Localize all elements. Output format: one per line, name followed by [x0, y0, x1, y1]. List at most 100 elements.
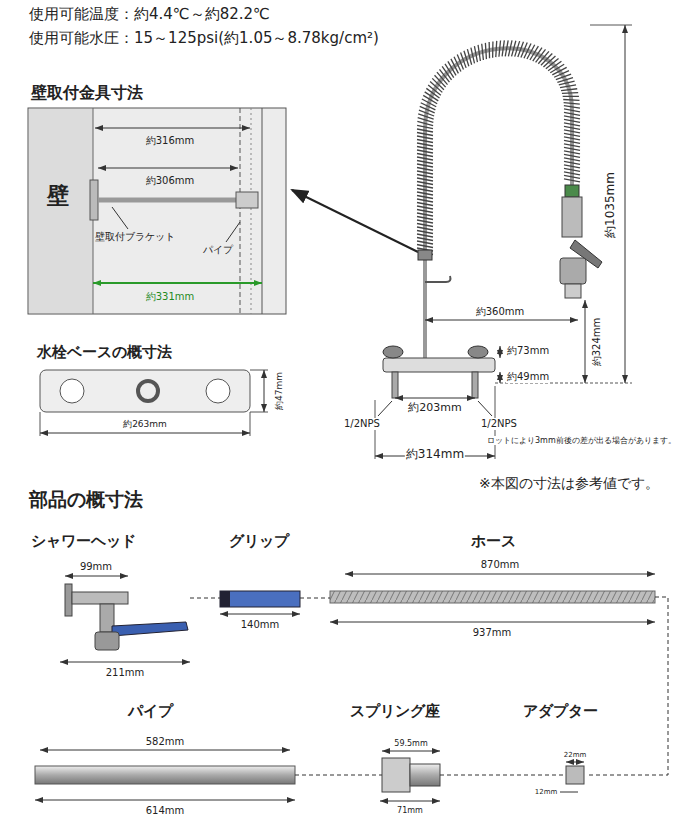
coil-turn — [420, 106, 435, 112]
coil-turn — [417, 217, 433, 220]
dimension-label: 約331mm — [145, 291, 196, 303]
spray-valve — [560, 258, 586, 284]
coil-turn — [471, 48, 475, 64]
coil-turn — [563, 96, 579, 97]
dimension-label: 約263mm — [122, 419, 168, 429]
dimension-label: 140mm — [240, 619, 281, 631]
valve-handle — [383, 346, 403, 358]
spring-seat — [382, 758, 410, 792]
coil-turn — [552, 67, 566, 75]
section-heading: 部品の概寸法 — [28, 489, 144, 511]
dimension-line — [395, 398, 475, 399]
part-name: パイプ — [127, 703, 174, 720]
coil-turn — [417, 210, 433, 213]
coil-turn — [417, 231, 433, 234]
coil-turn — [417, 213, 433, 216]
coil-turn — [561, 89, 577, 91]
coil-turn — [417, 164, 433, 167]
dimension-label: 211mm — [105, 667, 146, 679]
spray-body — [562, 197, 582, 237]
extension-line — [250, 412, 251, 436]
wall-plate — [90, 180, 98, 220]
coil-turn — [564, 154, 580, 157]
bracket-clamp — [236, 192, 258, 208]
spray-nozzle — [565, 284, 581, 298]
coil-turn — [564, 172, 580, 175]
coil-turn — [423, 95, 437, 103]
shower-flange — [65, 584, 72, 616]
dimension-label: 約49mm — [506, 371, 550, 383]
dimension-line — [345, 574, 655, 575]
coil-turn — [563, 99, 579, 101]
wall-clip — [418, 250, 432, 260]
dimension-label: 約1035mm — [604, 171, 618, 239]
dimension-label: 937mm — [472, 627, 513, 639]
dimension-label: 約324mm — [591, 317, 603, 368]
coil-turn — [564, 106, 580, 108]
coil-turn — [550, 64, 564, 73]
dimension-line — [60, 662, 190, 663]
coil-turn — [417, 224, 433, 227]
dimension-label: 71mm — [396, 806, 424, 815]
size-label: 1/2NPS — [343, 418, 381, 430]
dimension-line — [625, 25, 626, 383]
coil-turn — [417, 199, 433, 202]
coil-turn — [474, 46, 477, 62]
dimension-line — [264, 370, 265, 412]
bracket-rod — [98, 198, 238, 203]
coil-turn — [564, 168, 580, 171]
valve-handle — [468, 346, 488, 358]
coil-turn — [417, 185, 433, 188]
coil-turn — [562, 92, 578, 94]
supply-shank — [472, 372, 478, 398]
part-name: パイプ — [202, 244, 234, 256]
dimension-label: 約316mm — [145, 135, 196, 147]
coil-turn — [417, 171, 433, 174]
coil-turn — [417, 206, 433, 209]
coil-turn — [564, 116, 580, 119]
pipe — [35, 766, 295, 784]
coil-turn — [530, 46, 538, 60]
dimension-line — [380, 801, 440, 802]
spring-coil — [417, 40, 580, 254]
faucet-base — [383, 358, 495, 372]
coil-turn — [417, 136, 433, 139]
base-plate — [40, 370, 250, 412]
coil-turn — [492, 41, 494, 57]
dimension-line — [220, 614, 300, 615]
coil-turn — [417, 238, 433, 241]
coil-turn — [451, 59, 458, 73]
coil-turn — [417, 150, 433, 153]
coil-turn — [417, 241, 433, 244]
dimension-label: 約306mm — [145, 175, 196, 187]
coil-turn — [485, 43, 486, 59]
wall-label: 壁 — [46, 183, 70, 208]
coil-turn — [445, 64, 454, 78]
riser-hole — [138, 381, 158, 401]
dimension-label: 59.5mm — [393, 739, 428, 748]
coil-turn — [564, 179, 580, 182]
extension-line — [40, 412, 41, 436]
size-label: 1/2NPS — [480, 418, 518, 430]
part-name: アダプター — [522, 703, 599, 720]
extension-line — [590, 25, 632, 26]
coil-turn — [564, 144, 580, 147]
dimension-line — [560, 792, 578, 793]
coil-turn — [564, 112, 580, 115]
dimension-label: 約360mm — [475, 306, 526, 318]
supply-shank — [392, 372, 398, 398]
coil-turn — [560, 85, 576, 88]
assembly-line — [190, 597, 668, 775]
coil-turn — [478, 45, 480, 61]
dimension-line — [35, 800, 295, 801]
dimension-label: 約203mm — [407, 402, 462, 415]
coil-turn — [417, 133, 433, 136]
dimension-label: 870mm — [480, 559, 521, 571]
coil-turn — [417, 245, 433, 248]
coil-turn — [564, 151, 580, 154]
coil-turn — [417, 125, 433, 128]
coil-turn — [564, 137, 580, 140]
coil-turn — [417, 220, 433, 223]
